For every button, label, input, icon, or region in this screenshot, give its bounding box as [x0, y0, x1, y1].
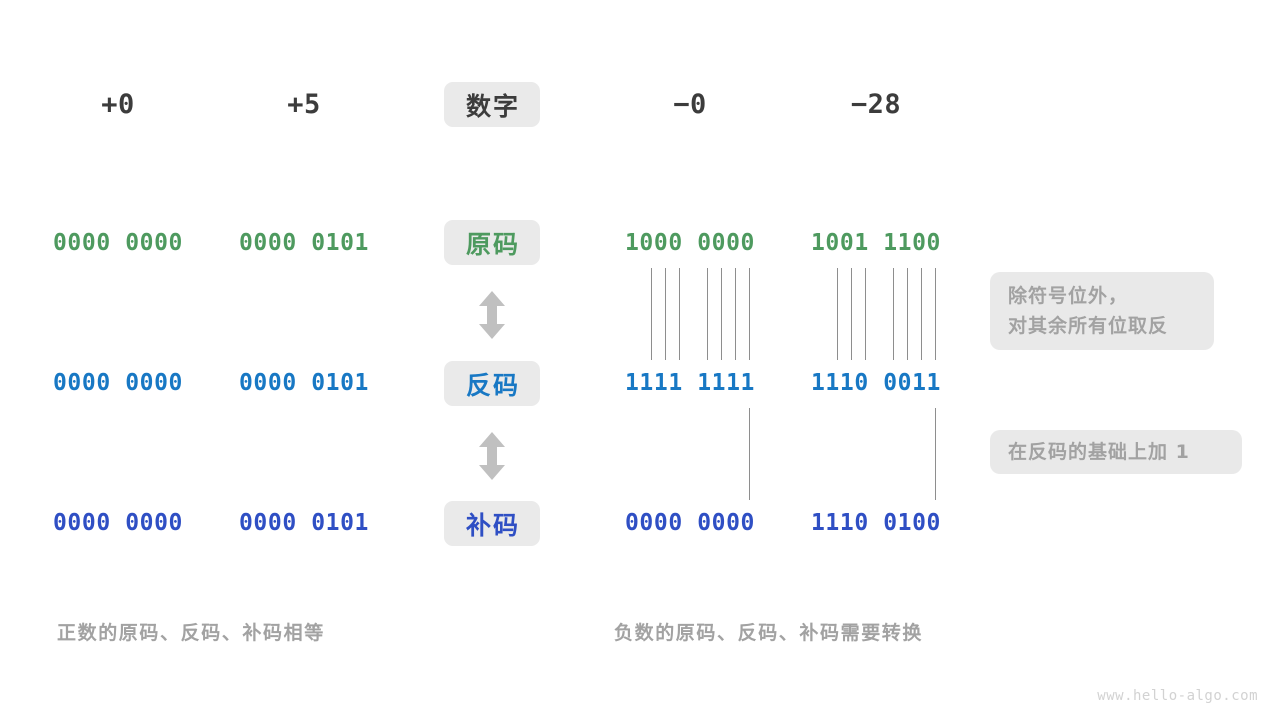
sign-magnitude-minus-28: 1001 1100 — [810, 230, 942, 256]
header-number-plus-five: +5 — [287, 88, 321, 120]
ones-complement-minus-zero: 1111 1111 — [624, 370, 756, 396]
ones-complement-plus-zero: 0000 0000 — [52, 370, 184, 396]
ones-complement-plus-five: 0000 0101 — [238, 370, 370, 396]
caption-positive: 正数的原码、反码、补码相等 — [57, 622, 325, 644]
tick-line — [707, 268, 708, 360]
double-arrow-icon-ones-to-twos — [479, 432, 505, 480]
row-label-twos-complement: 补码 — [444, 501, 540, 546]
double-arrow-icon-original-to-ones — [479, 291, 505, 339]
sign-magnitude-minus-zero: 1000 0000 — [624, 230, 756, 256]
header-number-minus-28: −28 — [850, 88, 902, 120]
tick-line — [921, 268, 922, 360]
tick-line — [651, 268, 652, 360]
note-invert-line-1: 除符号位外， — [1008, 285, 1129, 307]
tick-line — [935, 268, 936, 360]
note-add-one: 在反码的基础上加 1 — [990, 430, 1242, 474]
note-invert-line-2: 对其余所有位取反 — [1008, 315, 1169, 337]
tick-line — [679, 268, 680, 360]
tick-line — [749, 268, 750, 360]
tick-line — [907, 268, 908, 360]
tick-line — [721, 268, 722, 360]
twos-complement-plus-five: 0000 0101 — [238, 510, 370, 536]
tick-line — [665, 268, 666, 360]
tick-line — [749, 408, 750, 500]
row-label-ones-complement: 反码 — [444, 361, 540, 406]
sign-magnitude-plus-five: 0000 0101 — [238, 230, 370, 256]
row-label-sign-magnitude: 原码 — [444, 220, 540, 265]
tick-line — [865, 268, 866, 360]
note-invert-bits: 除符号位外， 对其余所有位取反 — [990, 272, 1214, 350]
tick-line — [837, 268, 838, 360]
tick-line — [851, 268, 852, 360]
watermark-url: www.hello-algo.com — [1097, 688, 1258, 704]
note-add-one-line-1: 在反码的基础上加 1 — [1008, 441, 1190, 463]
sign-magnitude-plus-zero: 0000 0000 — [52, 230, 184, 256]
tick-line — [935, 408, 936, 500]
twos-complement-plus-zero: 0000 0000 — [52, 510, 184, 536]
caption-negative: 负数的原码、反码、补码需要转换 — [614, 622, 924, 644]
header-number-plus-zero: +0 — [101, 88, 135, 120]
ones-complement-minus-28: 1110 0011 — [810, 370, 942, 396]
tick-line — [735, 268, 736, 360]
tick-line — [893, 268, 894, 360]
twos-complement-minus-28: 1110 0100 — [810, 510, 942, 536]
twos-complement-minus-zero: 0000 0000 — [624, 510, 756, 536]
row-label-number: 数字 — [444, 82, 540, 127]
header-number-minus-zero: −0 — [673, 88, 707, 120]
